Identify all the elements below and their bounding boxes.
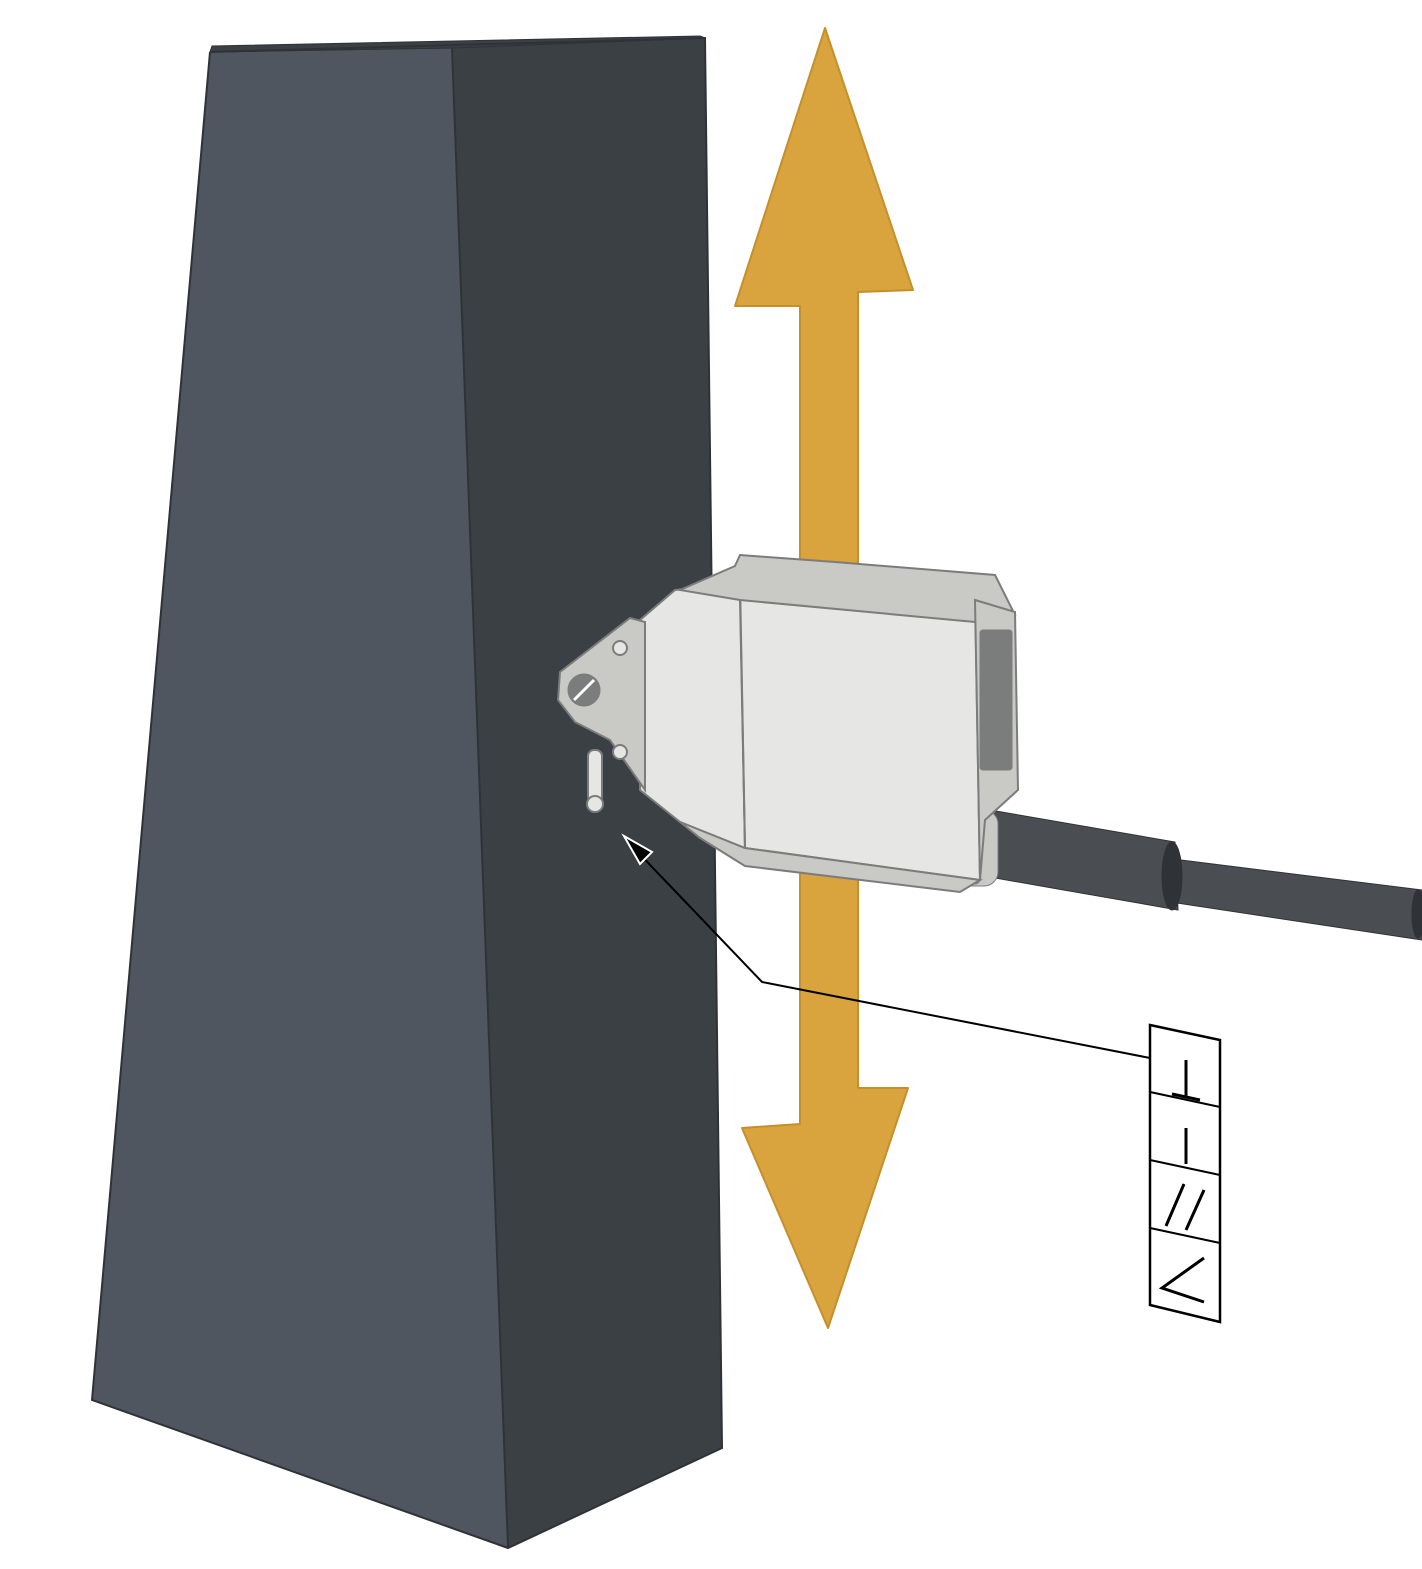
block-front-face [91,47,509,1549]
perpendicular-symbol [1171,1060,1201,1102]
cable-boot-end [1161,841,1183,911]
actuator-plunger-tip [586,795,604,813]
callout [621,833,1222,1324]
head-screw-bottom [612,744,628,760]
parallel-slash-symbol [1164,1183,1206,1231]
mounting-block [90,35,724,1550]
cable [1164,857,1422,941]
switch-seam [739,599,746,849]
symbol-box-outline [1148,1023,1222,1324]
cable-boot [989,809,1179,911]
symbol-divider-3 [1149,1227,1221,1244]
switch-side-window [979,629,1013,771]
actuator-plunger [587,749,603,803]
leader-arrow-icon [621,833,654,866]
block-edge-line [451,47,509,1549]
actuator-screw-slot [572,678,596,702]
cable-assembly [929,809,1422,941]
angle-symbol [1158,1256,1205,1304]
head-screw-top [612,640,628,656]
cable-end [1411,889,1422,939]
switch-housing-main [738,580,982,882]
symbol-divider-1 [1149,1091,1221,1108]
symbol-divider-2 [1149,1159,1221,1176]
safety-switch [556,553,1020,894]
switch-housing-bottom [679,821,983,894]
block-outline [90,36,724,1550]
leader-line [631,845,1151,1059]
mounting-symbol-box [1148,1023,1222,1324]
